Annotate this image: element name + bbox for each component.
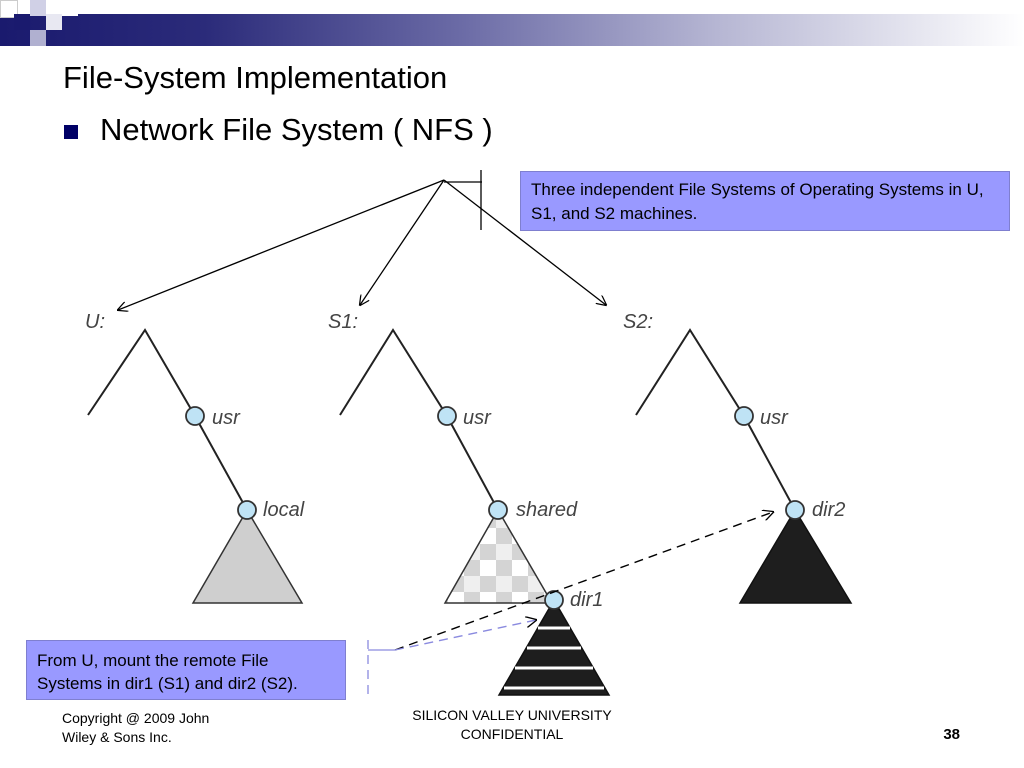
mount-arrows: [367, 512, 773, 700]
label-u-local: local: [263, 499, 305, 521]
header-square-6: [62, 0, 78, 16]
label-u: U:: [85, 311, 105, 333]
label-s1: S1:: [328, 311, 358, 333]
footer-center-line2: CONFIDENTIAL: [460, 726, 564, 742]
tree-s1: S1: usr shared: [328, 311, 578, 604]
header-square-1: [0, 0, 18, 18]
slide-title: File-System Implementation: [63, 60, 448, 95]
footer-copyright: Copyright @ 2009 John Wiley & Sons Inc.: [62, 709, 262, 747]
header-square-3: [30, 0, 46, 16]
label-s1-usr: usr: [463, 407, 492, 429]
page-number: 38: [943, 726, 960, 743]
root-node: [118, 170, 606, 310]
label-s2-usr: usr: [760, 407, 789, 429]
tree-u: U: usr local: [85, 311, 305, 604]
footer-center-line1: SILICON VALLEY UNIVERSITY: [412, 707, 612, 723]
header-square-2: [14, 14, 30, 30]
label-s2-dir2: dir2: [812, 499, 845, 521]
footer-copyright-line2: Wiley & Sons Inc.: [62, 729, 172, 745]
bullet-square-icon: [64, 125, 78, 139]
bullet-text: Network File System ( NFS ): [100, 112, 493, 147]
label-u-usr: usr: [212, 407, 241, 429]
header-square-4: [46, 14, 62, 30]
label-s2: S2:: [623, 311, 653, 333]
header-square-5: [30, 30, 46, 46]
tree-dir1: dir1: [497, 589, 611, 696]
footer-center: SILICON VALLEY UNIVERSITY CONFIDENTIAL: [372, 706, 652, 744]
footer-copyright-line1: Copyright @ 2009 John: [62, 710, 210, 726]
tree-s2: S2: usr dir2: [623, 311, 853, 604]
label-s1-shared: shared: [516, 499, 578, 521]
callout-top: Three independent File Systems of Operat…: [520, 171, 1010, 231]
label-dir1: dir1: [570, 589, 603, 611]
header-gradient-bar: [0, 14, 1024, 46]
callout-left: From U, mount the remote File Systems in…: [26, 640, 346, 700]
